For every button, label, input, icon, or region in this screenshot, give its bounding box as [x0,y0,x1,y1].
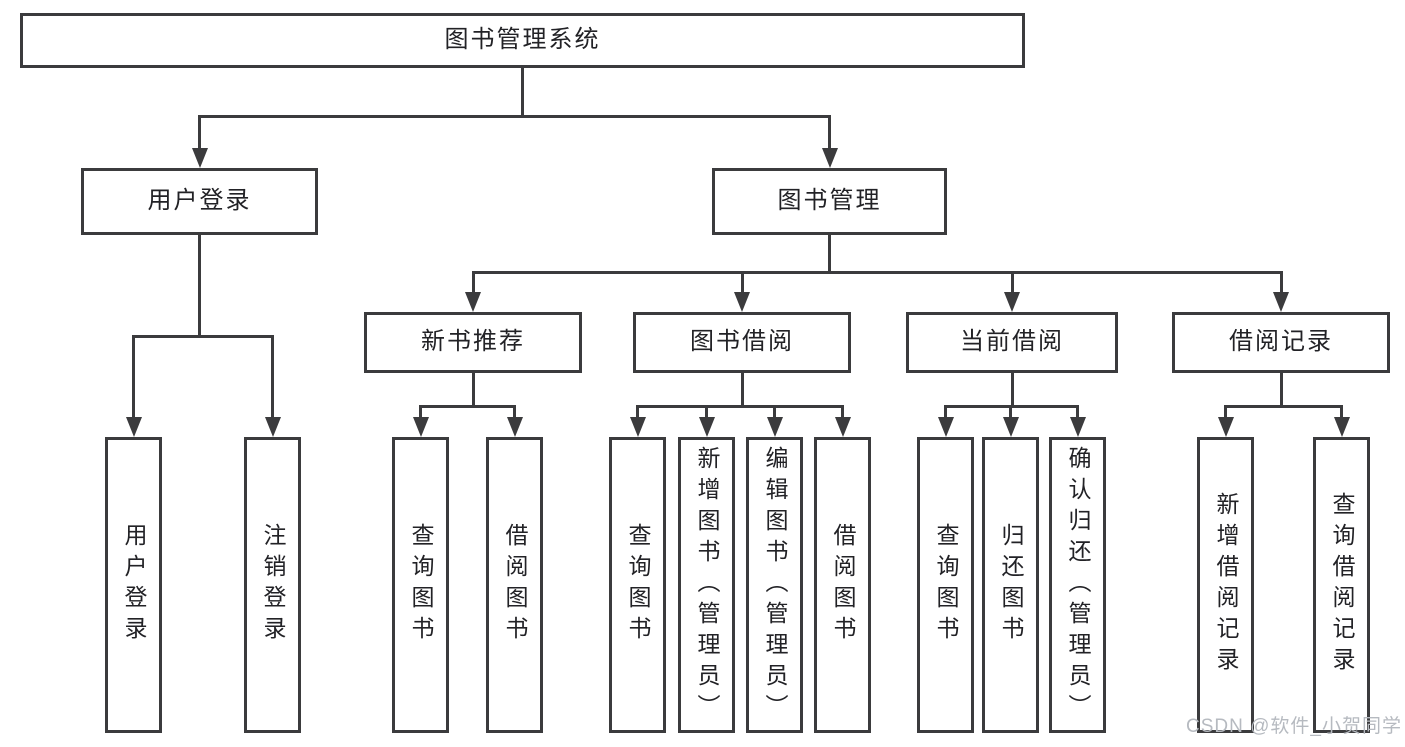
connector-rail [419,405,516,408]
connector-rail [1224,405,1343,408]
node-book-management: 图书管理 [712,168,947,235]
node-leaf-return-book: 归还图书 [982,437,1039,733]
node-label-leaf-query-book-1: 查询图书 [408,523,434,647]
arrowhead-down-icon [125,417,142,437]
arrow-stem [271,335,274,423]
arrow-stem [1076,405,1079,423]
arrow-stem [1010,271,1014,298]
arrowhead-down-icon [821,148,838,168]
arrowhead-down-icon [465,292,481,312]
node-leaf-query-book-1: 查询图书 [392,437,449,733]
node-current-borrow: 当前借阅 [906,312,1118,373]
arrow-stem [636,405,639,423]
node-leaf-edit-book: 编辑图书（管理员） [746,437,803,733]
arrowhead-down-icon [264,417,281,437]
node-label-root: 图书管理系统 [444,26,601,54]
node-label-new-book-recommend: 新书推荐 [421,328,525,356]
arrowhead-down-icon [1069,417,1086,437]
connector-stub [740,373,744,408]
connector-stub [828,235,831,274]
node-label-leaf-borrow-book-2: 借阅图书 [830,523,856,647]
node-label-leaf-query-borrow-record: 查询借阅记录 [1329,492,1355,678]
arrow-stem [740,271,744,298]
node-leaf-query-book-3: 查询图书 [917,437,974,733]
arrow-stem [1009,405,1012,423]
arrowhead-down-icon [1217,417,1234,437]
connector-stub [1010,373,1014,408]
node-label-borrow-records: 借阅记录 [1229,328,1333,356]
arrow-stem [419,405,422,423]
node-label-current-borrow: 当前借阅 [960,328,1064,356]
arrow-stem [944,405,947,423]
node-label-leaf-confirm-return: 确认归还（管理员） [1065,445,1091,725]
node-leaf-borrow-book-1: 借阅图书 [486,437,543,733]
node-leaf-logout: 注销登录 [244,437,301,733]
node-book-borrow: 图书借阅 [633,312,851,373]
node-label-leaf-query-book-2: 查询图书 [625,523,651,647]
arrowhead-down-icon [698,417,715,437]
arrow-stem [471,271,475,298]
arrow-stem [773,405,776,423]
node-leaf-query-borrow-record: 查询借阅记录 [1313,437,1370,733]
arrow-stem [1279,271,1283,298]
node-label-book-management: 图书管理 [777,187,882,215]
arrowhead-down-icon [1333,417,1350,437]
node-label-leaf-query-book-3: 查询图书 [933,523,959,647]
node-label-leaf-logout: 注销登录 [260,523,286,647]
node-leaf-confirm-return: 确认归还（管理员） [1049,437,1106,733]
arrowhead-down-icon [629,417,646,437]
arrowhead-down-icon [1002,417,1019,437]
node-borrow-records: 借阅记录 [1172,312,1390,373]
node-label-leaf-add-book: 新增图书（管理员） [694,445,720,725]
arrowhead-down-icon [191,148,208,168]
arrowhead-down-icon [734,292,750,312]
arrow-stem [1224,405,1227,423]
arrowhead-down-icon [412,417,429,437]
arrowhead-down-icon [506,417,523,437]
connector-stub [471,373,475,408]
arrow-stem [828,115,831,154]
connector-stub [1279,373,1283,408]
node-label-leaf-user-login: 用户登录 [121,523,147,647]
arrow-stem [132,335,135,423]
node-label-leaf-edit-book: 编辑图书（管理员） [762,445,788,725]
arrow-stem [513,405,516,423]
connector-stub [198,235,201,338]
connector-rail [471,271,1283,274]
node-label-leaf-borrow-book-1: 借阅图书 [502,523,528,647]
node-root: 图书管理系统 [20,13,1025,68]
arrow-stem [841,405,844,423]
arrowhead-down-icon [937,417,954,437]
node-label-leaf-return-book: 归还图书 [998,523,1024,647]
node-label-user-login: 用户登录 [147,187,252,215]
arrowhead-down-icon [1004,292,1020,312]
arrowhead-down-icon [834,417,851,437]
arrow-stem [705,405,708,423]
node-user-login: 用户登录 [81,168,318,235]
node-leaf-borrow-book-2: 借阅图书 [814,437,871,733]
arrowhead-down-icon [766,417,783,437]
connector-stub [521,68,524,118]
node-label-book-borrow: 图书借阅 [690,328,794,356]
connector-rail [636,405,844,408]
node-leaf-query-book-2: 查询图书 [609,437,666,733]
node-leaf-add-borrow-record: 新增借阅记录 [1197,437,1254,733]
connector-rail [132,335,274,338]
csdn-watermark: CSDN @软件_小贺同学 [1186,716,1402,737]
connector-rail [198,115,831,118]
node-leaf-add-book: 新增图书（管理员） [678,437,735,733]
node-leaf-user-login: 用户登录 [105,437,162,733]
arrow-stem [1340,405,1343,423]
arrow-stem [198,115,201,154]
node-new-book-recommend: 新书推荐 [364,312,582,373]
arrowhead-down-icon [1273,292,1289,312]
node-label-leaf-add-borrow-record: 新增借阅记录 [1213,492,1239,678]
